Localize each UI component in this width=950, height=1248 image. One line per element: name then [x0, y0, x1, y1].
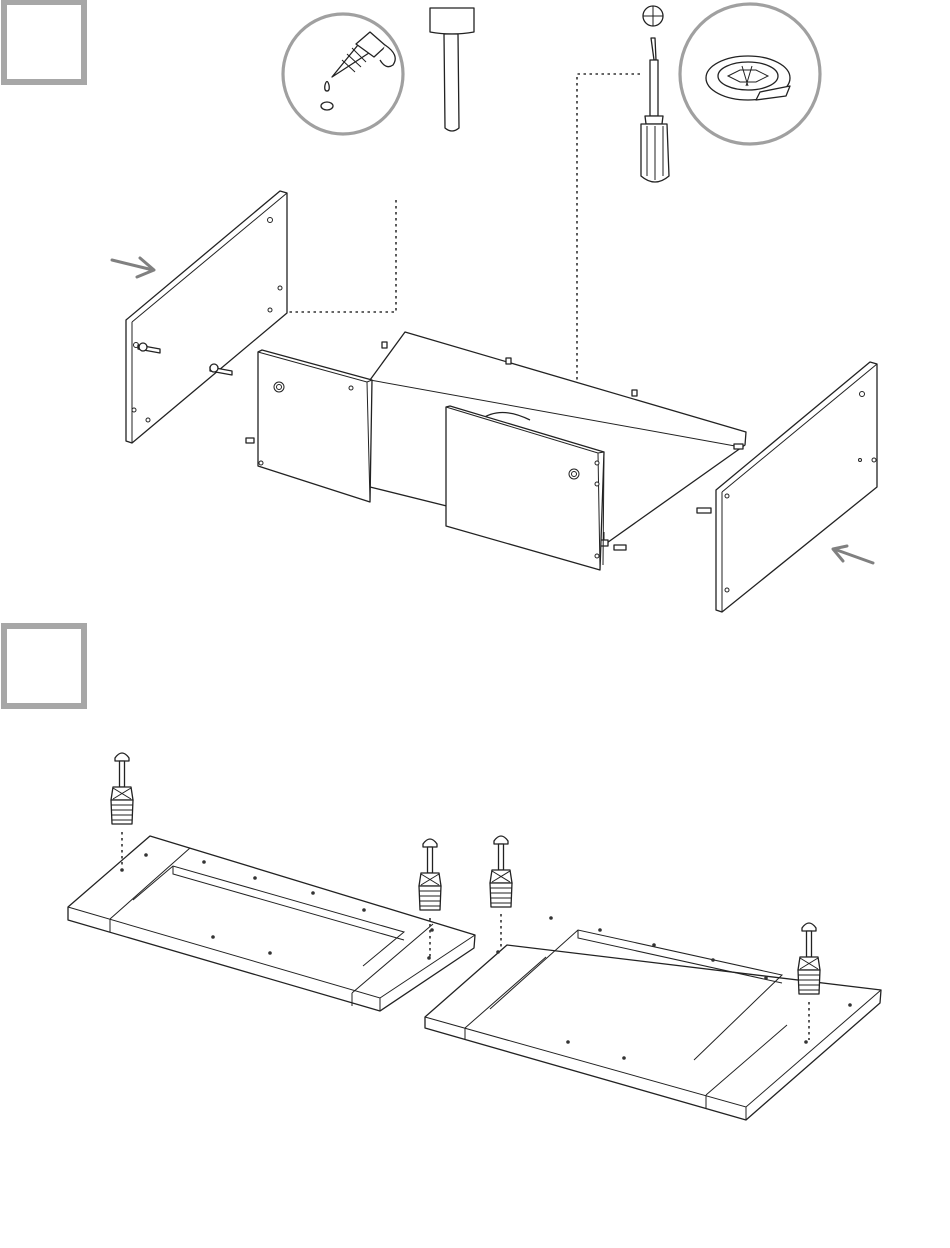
connector-bolt-3: [490, 836, 512, 907]
connector-bolt-1: [111, 753, 133, 824]
arrow-right-panel: [833, 546, 873, 563]
inner-panel-left: [258, 350, 372, 502]
side-panel-right: [716, 362, 877, 612]
frame-panel-left: [68, 836, 475, 1011]
step1-number-box: [4, 2, 84, 82]
mallet-icon: [430, 8, 474, 131]
frame-panel-right: [425, 916, 881, 1120]
connector-bolt-2: [419, 839, 441, 910]
arrow-left-panel: [112, 258, 154, 277]
guide-line-glue: [285, 200, 396, 312]
step1: [4, 2, 877, 612]
cam-lock-icon: [680, 4, 820, 144]
step2: [4, 626, 881, 1120]
step2-number-box: [4, 626, 84, 706]
phillips-screwdriver-icon: [641, 6, 669, 182]
connector-bolt-4: [798, 923, 820, 994]
glue-icon: [283, 14, 403, 134]
